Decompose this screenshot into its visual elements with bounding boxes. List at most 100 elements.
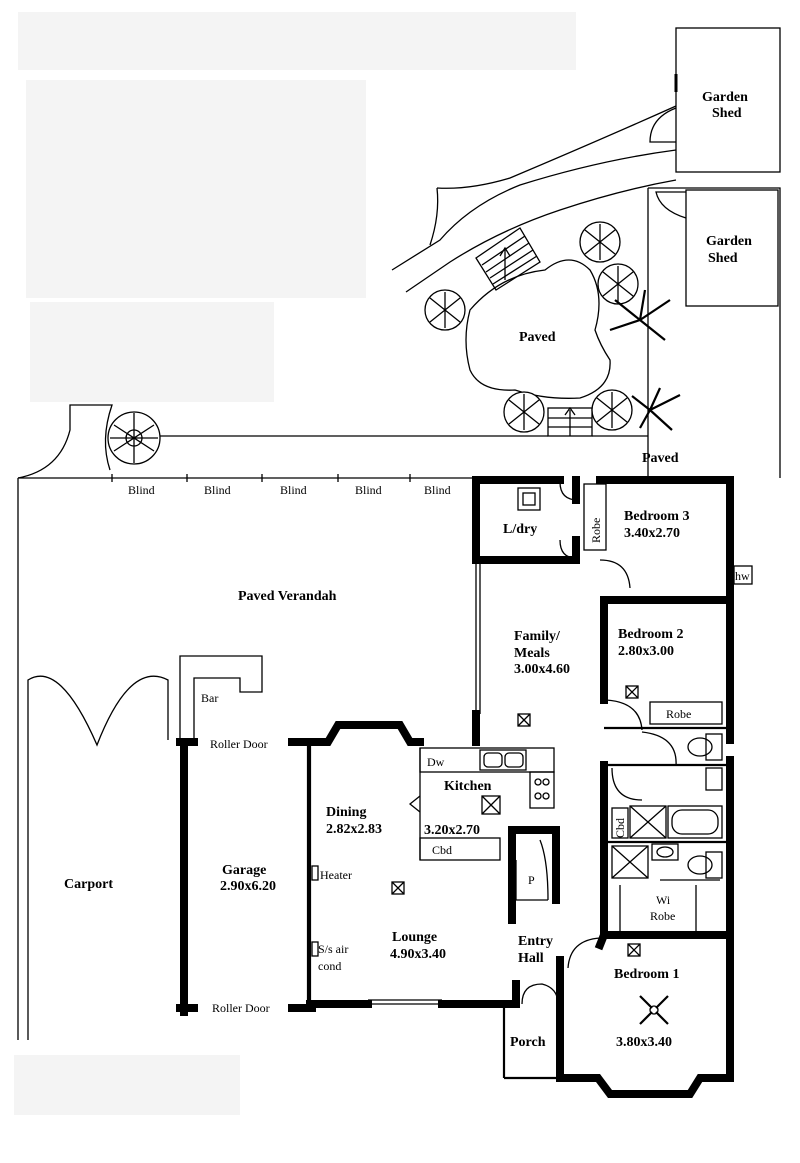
bedroom1-size: 3.80x3.40 [616,1035,672,1050]
garage-size: 2.90x6.20 [220,879,276,894]
lounge-size: 4.90x3.40 [390,947,446,962]
porch-label: Porch [510,1035,546,1050]
cooktop [529,771,555,809]
shrub-icon [107,411,161,465]
cbd-bath-label: Cbd [613,818,627,838]
laundry-trough [517,487,541,511]
ceiling-fan-icon [639,995,669,1025]
garden-boundary [648,187,781,478]
blurred-region [14,1055,240,1115]
family-name-1: Family/ [514,629,561,644]
robe-b2-label: Robe [666,707,691,721]
garden-shed-2 [685,189,779,307]
windows [368,560,731,1005]
aircon-icon [311,941,319,957]
paved-path-label: Paved [642,451,679,466]
door-swing [599,559,631,589]
blurred-region [26,80,366,298]
robe-b3-label: Robe [589,518,603,543]
bar-counter [179,655,263,740]
garden-path-edge [429,187,439,246]
carport-gates [27,675,169,1040]
garden-shed-2-label-a: Garden [706,234,752,249]
toilet-icon [687,851,723,879]
plant-icon [631,387,681,431]
bedroom3-name: Bedroom 3 [624,509,689,524]
vent-icon [627,943,641,957]
hot-water-unit [733,565,753,585]
toilet-icon [687,733,723,761]
shed-door-swing [649,107,677,143]
blind-label: Blind [355,483,382,497]
door-swing [641,731,677,767]
garden-shed-1 [675,27,781,173]
shrub-icon [597,263,639,305]
cbd-kitchen-label: Cbd [432,843,452,857]
wi-robe-2: Robe [650,909,675,923]
paved-courtyard [465,259,611,399]
bar-label: Bar [201,691,218,705]
garden-path-edge [405,179,677,293]
shrub-icon [503,391,545,433]
pantry-label: P [528,873,535,887]
robe-b2 [649,701,723,725]
front-door-swing [521,983,559,1005]
bedroom3-size: 3.40x2.70 [624,526,680,541]
entry-hall-1: Entry [518,934,553,949]
garden-shed-2-label-b: Shed [708,251,738,266]
blind-label: Blind [280,483,307,497]
laundry-label: L/dry [503,522,537,537]
carport-label: Carport [64,877,113,892]
vent-icon [517,713,531,727]
kitchen-name: Kitchen [444,779,492,794]
kitchen-sink [479,749,527,771]
roller-door-bottom-label: Roller Door [212,1001,270,1015]
verandah-label: Paved Verandah [238,589,337,604]
roller-door-top-label: Roller Door [210,737,268,751]
gate-arc [17,404,113,479]
kitchen-size: 3.20x2.70 [424,823,480,838]
bathroom-fixtures [611,767,723,879]
exterior-walls [306,476,734,1098]
door-swing [611,767,643,801]
blind-label: Blind [128,483,155,497]
garden-path-edge [391,149,677,271]
vent-icon [625,685,639,699]
family-size: 3.00x4.60 [514,662,570,677]
garage-name: Garage [222,863,266,878]
bedroom1-name: Bedroom 1 [614,967,679,982]
blind-ticks [111,474,411,482]
family-name-2: Meals [514,646,550,661]
shrub-icon [579,221,621,263]
heater-label: Heater [320,868,352,882]
dw-label: Dw [427,755,445,769]
door-swing [559,539,577,559]
vent-icon [481,795,501,815]
aircon-label-2: cond [318,959,341,973]
dining-size: 2.82x2.83 [326,822,382,837]
dining-name: Dining [326,805,366,820]
shrub-icon [424,289,466,331]
garden-steps [475,227,541,291]
door-swing [539,839,549,901]
paved-steps [547,406,593,437]
door-swing [559,481,579,501]
plant-icon [609,289,671,341]
vent-icon [391,881,405,895]
entry-hall-2: Hall [518,951,544,966]
garden-path-edge [436,105,677,189]
bedroom2-size: 2.80x3.00 [618,644,674,659]
shrub-icon [591,389,633,431]
door-swing [567,937,601,969]
heater-icon [311,865,319,881]
garden-shed-1-label-b: Shed [712,106,742,121]
blurred-region [30,302,274,402]
shed-door-swing [655,191,687,219]
bedroom2-name: Bedroom 2 [618,627,683,642]
garden-shed-1-label-a: Garden [702,90,748,105]
lounge-name: Lounge [392,930,437,945]
blind-label: Blind [204,483,231,497]
hw-label: hw [735,569,750,583]
